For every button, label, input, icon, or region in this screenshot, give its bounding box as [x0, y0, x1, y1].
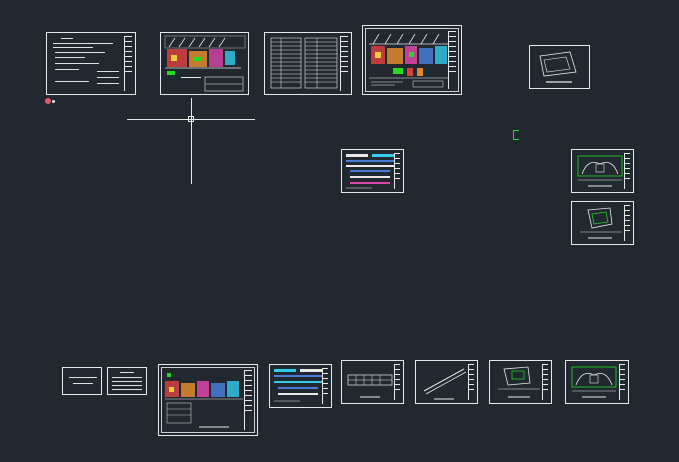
title-block [468, 364, 474, 400]
note-line [53, 47, 93, 48]
note-line [55, 69, 79, 70]
detail-drawing [539, 51, 577, 83]
selection-bracket-icon [513, 130, 519, 140]
cover-sheet[interactable] [46, 32, 136, 95]
schedule-table [270, 37, 338, 89]
detail-sheet-bottom-1[interactable] [341, 360, 404, 404]
note-line [55, 57, 85, 58]
note-line [112, 381, 142, 382]
section-sheet-bottom[interactable] [269, 364, 332, 408]
label-sheet-bottom-1[interactable] [62, 367, 102, 395]
note-line [97, 83, 119, 84]
title-block [624, 205, 630, 241]
note-line [55, 81, 89, 82]
detail-drawing [580, 207, 622, 239]
note-line [120, 372, 134, 373]
title-block [619, 364, 625, 400]
detail-drawing [571, 366, 617, 398]
title-block [448, 31, 456, 89]
note-line [55, 52, 105, 53]
elevation-sheet-1[interactable] [160, 32, 249, 95]
title-block [124, 36, 132, 91]
title-block [394, 364, 400, 400]
detail-sheet-bottom-4[interactable] [565, 360, 629, 404]
section-drawing [346, 154, 394, 189]
note-line [61, 38, 73, 39]
note-line [112, 377, 142, 378]
title-block [244, 370, 252, 430]
detail-sheet-right-1[interactable] [571, 149, 634, 193]
note-line [55, 63, 99, 64]
detail-drawing [423, 368, 467, 400]
title-block [624, 153, 630, 189]
detail-sheet-bottom-3[interactable] [489, 360, 552, 404]
detail-sheet-bottom-2[interactable] [415, 360, 478, 404]
section-drawing [274, 369, 322, 402]
section-sheet-middle[interactable] [341, 149, 404, 193]
crosshair-cursor [127, 98, 255, 184]
note-line [97, 77, 119, 78]
elevation-drawing [164, 35, 246, 92]
note-line [73, 383, 93, 384]
detail-drawing [577, 155, 623, 187]
elevation-drawing [165, 373, 243, 428]
title-block [322, 368, 328, 404]
title-block [340, 36, 348, 91]
pickbox-icon [188, 116, 194, 122]
note-line [69, 377, 97, 378]
list-sheet-bottom-2[interactable] [107, 367, 147, 395]
note-line [53, 43, 113, 44]
title-block [394, 153, 400, 189]
note-line [97, 71, 119, 72]
note-line [112, 385, 142, 386]
detail-sheet-top-right[interactable] [529, 45, 590, 89]
ucs-marker-icon [45, 98, 55, 104]
schedule-sheet[interactable] [264, 32, 352, 95]
elevation-sheet-bottom[interactable] [158, 364, 258, 436]
detail-drawing [347, 374, 393, 398]
detail-drawing [498, 366, 540, 398]
elevation-sheet-2[interactable] [362, 25, 462, 95]
note-line [112, 389, 142, 390]
title-block [542, 364, 548, 400]
detail-sheet-right-2[interactable] [571, 201, 634, 245]
elevation-drawing [369, 33, 449, 88]
